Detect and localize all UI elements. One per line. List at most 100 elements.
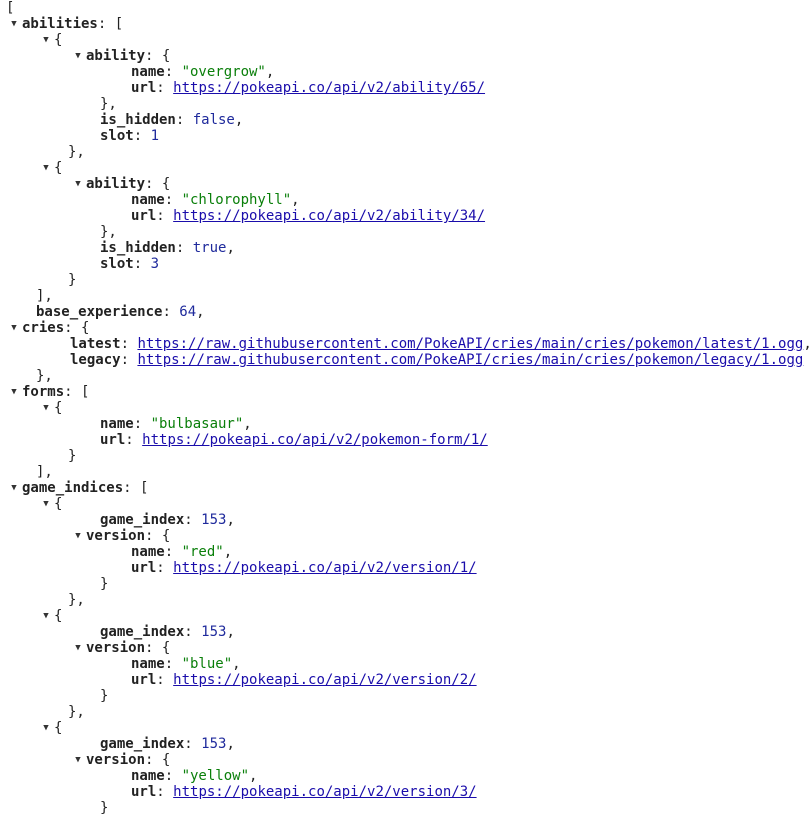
json-url-link[interactable]: https://pokeapi.co/api/v2/version/2/ bbox=[173, 672, 477, 688]
collapse-toggle-icon[interactable]: ▼ bbox=[43, 163, 49, 173]
json-key: name bbox=[131, 656, 165, 672]
json-line: } bbox=[100, 800, 108, 816]
json-number-value: 1 bbox=[150, 128, 160, 144]
collapse-toggle-icon[interactable]: ▼ bbox=[75, 51, 81, 61]
json-punctuation: : bbox=[133, 256, 151, 272]
json-number-value: 153 bbox=[201, 624, 227, 640]
json-key: game_index bbox=[100, 736, 185, 752]
json-line: } bbox=[68, 272, 76, 288]
json-punctuation: : bbox=[164, 64, 182, 80]
json-punctuation: : { bbox=[145, 640, 171, 656]
collapse-toggle-icon[interactable]: ▼ bbox=[43, 611, 49, 621]
json-key: url bbox=[100, 432, 126, 448]
json-punctuation: : [ bbox=[97, 16, 124, 32]
json-line: }, bbox=[68, 592, 85, 608]
json-line: url: https://pokeapi.co/api/v2/version/3… bbox=[131, 784, 477, 800]
collapse-toggle-icon[interactable]: ▼ bbox=[43, 723, 49, 733]
json-line: ▼{ bbox=[40, 32, 62, 48]
json-punctuation: : bbox=[175, 112, 193, 128]
json-punctuation: : bbox=[156, 672, 174, 688]
json-punctuation: , bbox=[803, 336, 812, 352]
json-punctuation: } bbox=[100, 688, 109, 704]
json-punctuation: }, bbox=[68, 592, 85, 608]
json-punctuation: , bbox=[265, 64, 275, 80]
json-boolean-value: false bbox=[192, 112, 235, 128]
json-key: forms bbox=[22, 384, 65, 400]
json-line: [ bbox=[6, 0, 14, 16]
json-punctuation: { bbox=[54, 496, 63, 512]
json-line: game_index: 153, bbox=[100, 624, 235, 640]
json-key: name bbox=[131, 768, 165, 784]
json-punctuation: { bbox=[54, 400, 63, 416]
json-line: ▼ability: { bbox=[72, 48, 170, 64]
json-url-link[interactable]: https://pokeapi.co/api/v2/version/1/ bbox=[173, 560, 477, 576]
collapse-toggle-icon[interactable]: ▼ bbox=[43, 499, 49, 509]
json-punctuation: : bbox=[175, 240, 193, 256]
collapse-toggle-icon[interactable]: ▼ bbox=[43, 35, 49, 45]
json-line: ], bbox=[36, 288, 53, 304]
json-punctuation: }, bbox=[100, 96, 117, 112]
json-boolean-value: true bbox=[192, 240, 227, 256]
json-line: name: "blue", bbox=[131, 656, 241, 672]
collapse-toggle-icon[interactable]: ▼ bbox=[75, 179, 81, 189]
json-punctuation: , bbox=[196, 304, 205, 320]
json-line: } bbox=[68, 448, 76, 464]
json-key: url bbox=[131, 208, 157, 224]
json-number-value: 64 bbox=[179, 304, 197, 320]
json-url-link[interactable]: https://pokeapi.co/api/v2/ability/34/ bbox=[173, 208, 486, 224]
json-punctuation: : bbox=[120, 336, 138, 352]
json-line: ▼version: { bbox=[72, 640, 170, 656]
json-punctuation: }, bbox=[68, 704, 85, 720]
json-url-link[interactable]: https://pokeapi.co/api/v2/ability/65/ bbox=[173, 80, 486, 96]
json-punctuation: , bbox=[226, 512, 235, 528]
json-url-link[interactable]: https://raw.githubusercontent.com/PokeAP… bbox=[137, 352, 804, 368]
json-punctuation: : bbox=[133, 128, 151, 144]
json-punctuation: } bbox=[68, 272, 77, 288]
collapse-toggle-icon[interactable]: ▼ bbox=[43, 403, 49, 413]
json-punctuation: : { bbox=[145, 48, 171, 64]
json-punctuation: }, bbox=[68, 144, 85, 160]
json-punctuation: : bbox=[162, 304, 180, 320]
json-line: url: https://pokeapi.co/api/v2/version/2… bbox=[131, 672, 477, 688]
json-line: name: "overgrow", bbox=[131, 64, 274, 80]
collapse-toggle-icon[interactable]: ▼ bbox=[75, 643, 81, 653]
json-punctuation: { bbox=[54, 32, 63, 48]
collapse-toggle-icon[interactable]: ▼ bbox=[75, 755, 81, 765]
json-line: ▼{ bbox=[40, 160, 62, 176]
json-line: url: https://pokeapi.co/api/v2/ability/6… bbox=[131, 80, 485, 96]
json-url-link[interactable]: https://pokeapi.co/api/v2/version/3/ bbox=[173, 784, 477, 800]
json-key: latest bbox=[70, 336, 121, 352]
json-key: url bbox=[131, 560, 157, 576]
json-line: }, bbox=[36, 368, 53, 384]
json-key: name bbox=[131, 64, 165, 80]
json-url-link[interactable]: https://pokeapi.co/api/v2/pokemon-form/1… bbox=[142, 432, 488, 448]
json-line: ▼abilities: [ bbox=[8, 16, 123, 32]
collapse-toggle-icon[interactable]: ▼ bbox=[11, 483, 17, 493]
json-key: url bbox=[131, 672, 157, 688]
json-punctuation: : { bbox=[64, 320, 90, 336]
json-punctuation: { bbox=[54, 160, 63, 176]
json-line: name: "bulbasaur", bbox=[100, 416, 252, 432]
json-punctuation: , bbox=[226, 240, 235, 256]
json-line: name: "yellow", bbox=[131, 768, 257, 784]
collapse-toggle-icon[interactable]: ▼ bbox=[11, 19, 17, 29]
json-line: game_index: 153, bbox=[100, 736, 235, 752]
json-punctuation: : bbox=[164, 656, 182, 672]
collapse-toggle-icon[interactable]: ▼ bbox=[75, 531, 81, 541]
json-punctuation: , bbox=[249, 768, 258, 784]
collapse-toggle-icon[interactable]: ▼ bbox=[11, 323, 17, 333]
json-url-link[interactable]: https://raw.githubusercontent.com/PokeAP… bbox=[137, 336, 804, 352]
json-string-value: "bulbasaur" bbox=[150, 416, 244, 432]
json-key: slot bbox=[100, 256, 134, 272]
json-punctuation: [ bbox=[6, 0, 15, 16]
json-line: is_hidden: false, bbox=[100, 112, 243, 128]
json-punctuation: , bbox=[234, 112, 244, 128]
collapse-toggle-icon[interactable]: ▼ bbox=[11, 387, 17, 397]
json-key: is_hidden bbox=[100, 112, 176, 128]
json-punctuation: { bbox=[54, 608, 63, 624]
json-key: name bbox=[131, 544, 165, 560]
json-punctuation: , bbox=[223, 544, 233, 560]
json-punctuation: : bbox=[164, 192, 182, 208]
json-number-value: 153 bbox=[201, 512, 227, 528]
json-line: name: "chlorophyll", bbox=[131, 192, 300, 208]
